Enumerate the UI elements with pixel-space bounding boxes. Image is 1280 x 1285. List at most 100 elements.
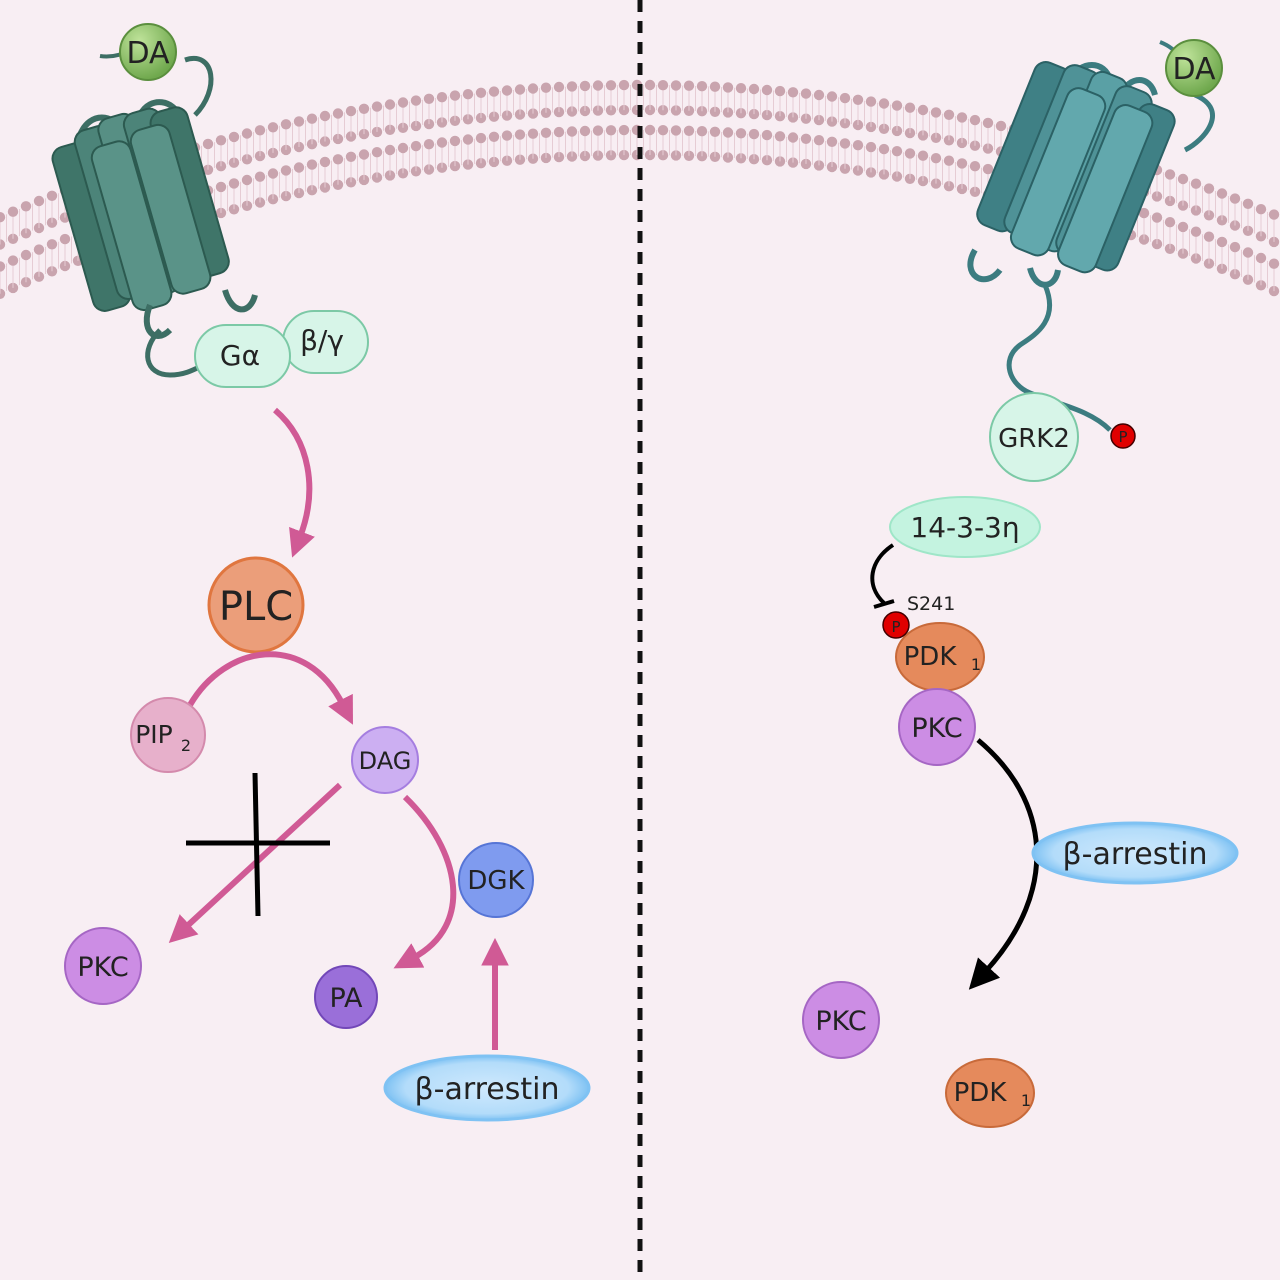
membrane-bead (436, 137, 448, 148)
membrane-bead (917, 150, 929, 161)
membrane-bead (930, 153, 942, 164)
membrane-bead (215, 135, 227, 146)
membrane-bead (462, 134, 474, 145)
membrane-bead (670, 105, 682, 116)
membrane-bead (995, 120, 1007, 132)
membrane-bead (592, 105, 604, 116)
right-beta-arrestin: β-arrestin (1031, 821, 1239, 885)
free-pkc-node: PKC (802, 981, 880, 1059)
membrane-bead (1229, 241, 1241, 253)
membrane-bead (267, 168, 279, 179)
membrane-bead (618, 79, 630, 91)
free-pdk1-node: PDK 1 (945, 1058, 1035, 1128)
membrane-bead (410, 120, 422, 132)
pip2-subscript: 2 (181, 736, 191, 755)
membrane-bead (514, 84, 526, 95)
membrane-bead (371, 101, 383, 112)
membrane-bead (280, 165, 292, 176)
membrane-bead (202, 138, 214, 150)
membrane-bead (345, 105, 357, 117)
membrane-bead (904, 148, 916, 159)
plc-node: PLC (207, 556, 305, 654)
membrane-bead (696, 81, 708, 92)
membrane-bead (956, 112, 968, 123)
membrane-bead (670, 80, 682, 91)
membrane-bead (865, 96, 877, 107)
arrow-dag-to-pa (393, 794, 457, 969)
membrane-bead (852, 140, 864, 151)
membrane-bead (787, 132, 799, 143)
membrane-bead (774, 131, 786, 142)
membrane-bead (982, 163, 994, 175)
pdk1-phospho-label: P (891, 618, 900, 636)
membrane-bead (1255, 252, 1267, 264)
pip2-label: PIP (135, 720, 173, 749)
membrane-bead (332, 108, 344, 119)
membrane-bead (748, 128, 760, 140)
membrane-bead (20, 201, 32, 212)
membrane-bead (735, 83, 747, 94)
membrane-bead (358, 103, 370, 115)
membrane-bead (0, 239, 6, 250)
membrane-bead (46, 190, 58, 201)
membrane-bead (761, 84, 773, 96)
membrane-bead (20, 249, 32, 261)
membrane-bead (423, 139, 435, 150)
g-protein-complex: β/γ Gα (194, 310, 369, 388)
membrane-bead (540, 82, 552, 93)
membrane-bead (800, 88, 812, 99)
membrane-bead (228, 131, 240, 143)
membrane-bead (384, 144, 396, 156)
membrane-bead (1229, 193, 1241, 204)
dag-label: DAG (359, 747, 412, 775)
membrane-bead (566, 81, 578, 92)
membrane-bead (228, 178, 240, 189)
inhibition-bar (873, 599, 895, 609)
left-pkc-node: PKC (64, 927, 142, 1005)
receptor-phospho-site: P (1110, 423, 1136, 449)
membrane-bead (293, 162, 305, 173)
membrane-bead (878, 98, 890, 109)
receptor-phospho-label: P (1118, 428, 1127, 446)
membrane-bead (59, 233, 71, 245)
membrane-bead (605, 125, 617, 136)
membrane-bead (813, 114, 825, 126)
membrane-bead (1164, 169, 1176, 180)
membrane-bead (683, 80, 695, 91)
membrane-bead (7, 255, 19, 266)
s241-site-label: S241 (907, 593, 955, 615)
membrane-bead (683, 125, 695, 136)
membrane-bead (761, 109, 773, 121)
g-beta-gamma-label: β/γ (300, 324, 344, 357)
pip2-node: PIP 2 (130, 697, 206, 773)
membrane-bead (371, 147, 383, 158)
membrane-bead (1242, 247, 1254, 258)
membrane-bead (839, 92, 851, 104)
membrane-bead (1151, 212, 1163, 223)
membrane-bead (592, 80, 604, 91)
membrane-bead (839, 138, 851, 149)
membrane-bead (514, 129, 526, 140)
membrane-bead (787, 112, 799, 123)
arrow-dag-to-pkc-blocked (168, 782, 343, 943)
free-pkc-label: PKC (815, 1006, 866, 1037)
left-ligand-label: DA (126, 36, 170, 71)
membrane-bead (969, 114, 981, 126)
membrane-bead (852, 94, 864, 106)
membrane-bead (280, 119, 292, 130)
right-ligand-label: DA (1172, 52, 1216, 87)
membrane-bead (605, 80, 617, 91)
membrane-bead (1190, 226, 1202, 237)
pdk1-phospho-site: P (882, 611, 910, 639)
membrane-bead (397, 142, 409, 154)
membrane-bead (540, 127, 552, 138)
left-pkc-label: PKC (77, 952, 128, 983)
membrane-bead (644, 79, 656, 91)
pa-node: PA (314, 965, 378, 1029)
membrane-bead (943, 155, 955, 166)
membrane-bead (1268, 258, 1280, 269)
membrane-bead (410, 140, 422, 152)
arrow-pip2-to-dag (187, 651, 353, 725)
